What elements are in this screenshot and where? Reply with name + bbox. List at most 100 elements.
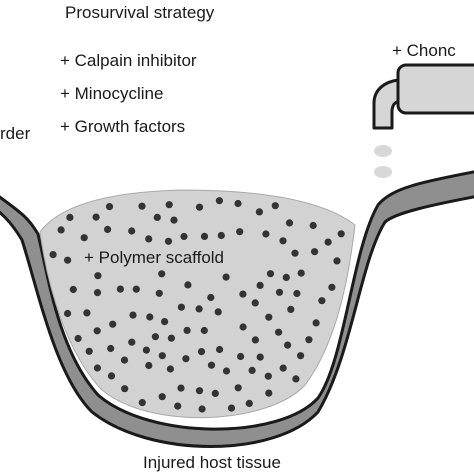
scaffold-dot [93,327,101,335]
scaffold-dot [129,311,137,319]
polymer-scaffold [39,189,356,418]
scaffold-dot [207,293,215,302]
scaffold-dot [271,202,279,210]
right-cut-label: + Chonc [392,41,456,60]
scaffold-dot [275,288,284,296]
scaffold-dot [282,273,290,281]
scaffold-dot [318,297,326,305]
scaffold-dot [256,281,264,289]
scaffold-dot [337,230,345,238]
scaffold-dot [195,305,203,313]
scaffold-dot [214,308,222,316]
scaffold-dot [222,367,231,375]
scaffold-dot [92,213,100,221]
host-tissue-trough [0,170,474,448]
scaffold-dot [128,227,136,235]
scaffold-dot [311,248,319,256]
delivery-tube [372,63,474,130]
scaffold-dot [234,199,242,208]
scaffold-dot [69,285,77,294]
scaffold-dot [64,256,72,264]
scaffold-dot [292,375,300,383]
scaffold-dot [215,197,223,205]
strategy-title: Prosurvival strategy [65,3,215,22]
scaffold-dot [177,303,185,311]
scaffold-dot [167,334,175,342]
scaffold-dot [166,365,174,373]
scaffold-dot [262,230,270,238]
scaffold-dot [265,313,273,321]
scaffold-dot [107,372,116,380]
scaffold-dot [275,328,283,336]
scaffold-dot [180,232,188,241]
strategy-item-calpain: + Calpain inhibitor [60,51,197,70]
left-cut-label: rder [0,124,31,143]
scaffold-dot [49,251,57,259]
scaffold-dot [285,219,294,227]
scaffold-dot [291,249,299,257]
scaffold-dot [109,320,117,328]
scaffold-dot [64,309,72,318]
scaffold-dot [138,202,146,210]
scaffold-dot [245,399,253,407]
scaffold-dot [198,405,206,413]
scaffold-dot [165,201,173,209]
scaffold-dot [107,344,115,353]
scaffold-dot [116,285,124,293]
scaffold-dot [279,364,287,372]
scaffold-dot [183,326,191,334]
droplet [374,145,392,157]
scaffold-dot [266,270,275,278]
scaffold-dot [265,389,273,397]
scaffold-dot [132,285,140,293]
tube-body [396,63,474,115]
scaffold-dot [216,345,224,354]
scaffold-dot [164,237,173,245]
scaffold-dot [104,225,112,233]
scaffold-dot [153,213,161,221]
scaffold-dot [161,318,169,326]
scaffold-dot [83,309,91,317]
strategy-item-growth-factors: + Growth factors [60,117,185,136]
scaffold-dot [177,384,185,392]
scaffold-dot [155,289,163,297]
scaffold-dot [287,305,295,313]
scaffold-dot [93,289,102,297]
scaffold-dot [333,257,341,265]
scaffold-dot [158,270,166,278]
scaffold-dot [284,341,292,349]
scaffold-dot [217,231,225,240]
scaffold-dot [207,361,216,369]
bottom-label: Injured host tissue [143,453,281,472]
scaffold-dot [145,361,153,370]
scaffold-dot [200,326,208,335]
scaffold-dot [80,234,88,242]
scaffold-dot [297,269,305,277]
scaffold-dot [237,352,245,361]
scaffold-dot [151,333,159,341]
scaffold-dot [94,272,102,280]
scaffold-dot [174,402,182,410]
scaffold-dot [305,336,313,344]
scaffold-dot [264,372,272,380]
scaffold-dot [85,347,93,355]
strategy-item-minocycline: + Minocycline [60,84,163,103]
scaffold-dot [328,283,336,291]
scaffold-dot [297,352,305,360]
scaffold-dot [239,323,247,331]
scaffold-dot [128,338,136,346]
scaffold-dot [293,289,301,298]
scaffold-dot [182,355,190,363]
scaffold-dot [120,356,129,364]
scaffold-dot [138,399,146,407]
scaffold-dot [239,290,247,298]
scaffold-dot [251,299,259,307]
scaffold-dot [227,404,236,412]
scaffold-dot [222,273,230,281]
scaffold-dot [279,237,287,245]
scaffold-dot [184,281,192,289]
scaffold-dot [251,336,259,344]
scaffold-dot [255,208,263,216]
scaffold-dot [236,228,244,236]
